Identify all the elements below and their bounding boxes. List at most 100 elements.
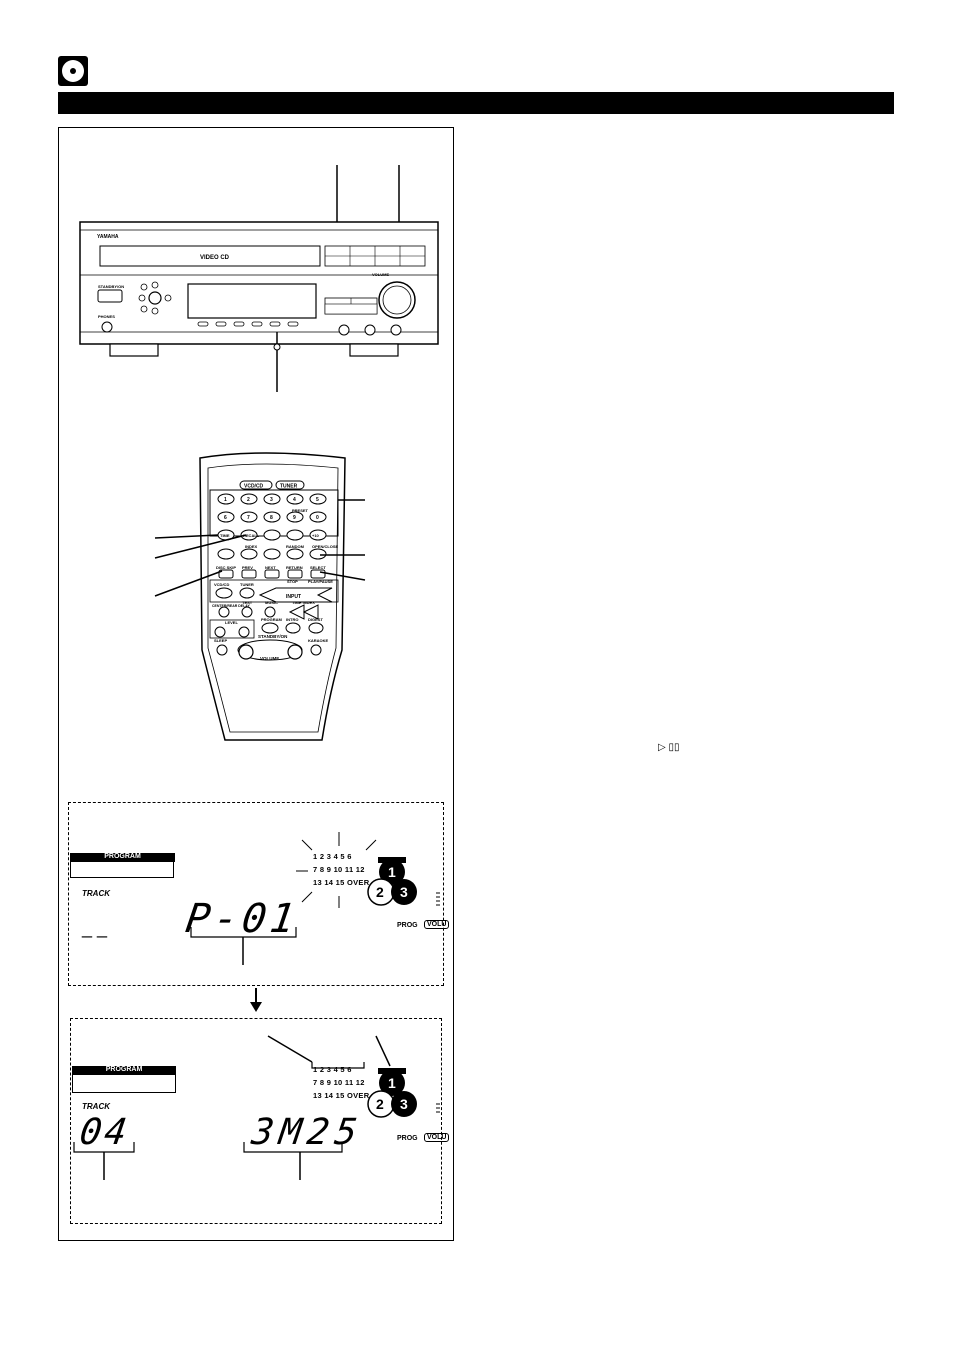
num-row1-label-0: 1 xyxy=(224,497,227,503)
section-header-bar xyxy=(58,92,894,114)
sleep-button[interactable] xyxy=(216,644,228,656)
program-label: PROGRAM xyxy=(261,617,283,622)
num-row2-button-2[interactable] xyxy=(263,511,281,523)
num-row1-label-4: 5 xyxy=(316,497,319,503)
num-row1-label-1: 2 xyxy=(247,497,250,503)
vcd-cd-mode-button[interactable] xyxy=(239,480,273,490)
standby-on-label: STANDBY/ON xyxy=(258,634,287,639)
num-row1-button-1[interactable] xyxy=(240,493,258,505)
row3-button-3[interactable] xyxy=(286,529,304,541)
receiver-display-label: VIDEO CD xyxy=(200,255,230,261)
row3-button-1[interactable] xyxy=(240,529,258,541)
phones-label: PHONES xyxy=(98,314,115,319)
level-minus-button[interactable] xyxy=(214,626,226,638)
tuner-button[interactable] xyxy=(239,587,255,599)
num-row2-label-0: 6 xyxy=(224,515,227,521)
transport-button-4[interactable] xyxy=(310,569,326,579)
disc-num-2b: 2 xyxy=(376,1096,384,1112)
tuner-mode-label: TUNER xyxy=(280,484,298,490)
transport-button-0[interactable] xyxy=(218,569,234,579)
row4-button-0[interactable] xyxy=(217,548,235,560)
volume-up-button[interactable] xyxy=(287,644,303,660)
num-row2-label-2: 8 xyxy=(270,515,273,521)
vcd-cd-button[interactable] xyxy=(215,587,233,599)
return-label: RETURN xyxy=(286,565,303,570)
test-button[interactable] xyxy=(241,606,253,618)
calendar-row3-2: 13 14 15 OVER xyxy=(313,1091,370,1100)
karaoke-label: KARAOKE xyxy=(308,638,329,643)
prog-label-2: PROG xyxy=(397,1135,418,1142)
receiver-brand: YAMAHA xyxy=(97,234,119,240)
karaoke-button[interactable] xyxy=(310,644,322,656)
row3-label-1: RECALL xyxy=(243,533,260,538)
disc-num-1c: 3 xyxy=(400,884,408,900)
num-row2-button-0[interactable] xyxy=(217,511,235,523)
volume-label: VOLUME xyxy=(372,272,389,277)
num-row1-label-3: 4 xyxy=(293,497,296,503)
row3-button-2[interactable] xyxy=(263,529,281,541)
transport-button-2[interactable] xyxy=(264,569,280,579)
receiver-illustration: YAMAHA VIDEO CD STANDBY/ON PHONES VOLUME xyxy=(79,165,439,392)
preset-label: PRESET xyxy=(292,508,309,513)
num-row2-label-1: 7 xyxy=(247,515,250,521)
track-digits-1: _ _ xyxy=(82,918,108,938)
standby-label: STANDBY/ON xyxy=(98,284,124,289)
calendar-row3-1: 13 14 15 OVER xyxy=(313,878,370,887)
down-arrow-icon xyxy=(250,988,262,1012)
time-index-button[interactable] xyxy=(288,604,319,620)
level-plus-button[interactable] xyxy=(238,626,250,638)
next-label: NEXT xyxy=(265,565,276,570)
row4-button-2[interactable] xyxy=(263,548,281,560)
transport-button-3[interactable] xyxy=(287,569,303,579)
tuner-mode-button[interactable] xyxy=(275,480,305,490)
row4-button-4[interactable] xyxy=(309,548,327,560)
disc-tray-indicator-1: 1 2 3 xyxy=(367,857,440,906)
sleep-label: SLEEP xyxy=(214,638,227,643)
level-label: LEVEL xyxy=(225,620,238,625)
tuner-label: TUNER xyxy=(240,582,254,587)
track-label-1: TRACK xyxy=(82,889,110,898)
num-row2-button-4[interactable] xyxy=(309,511,327,523)
music-label: MUSIC xyxy=(265,600,278,605)
row4-button-1[interactable] xyxy=(240,548,258,560)
index-label: INDEX xyxy=(245,544,258,549)
intro-button[interactable] xyxy=(285,622,301,634)
play-pause-icons: ▷ ▯▯ xyxy=(658,742,680,753)
delay-button[interactable] xyxy=(218,606,230,618)
num-row1-button-3[interactable] xyxy=(286,493,304,505)
program-button[interactable] xyxy=(261,622,279,634)
calendar-row2-1: 7 8 9 10 11 12 xyxy=(313,865,365,874)
phones-jack[interactable] xyxy=(101,321,113,333)
random-label: RANDOM xyxy=(286,544,305,549)
row3-label-0: TIME xyxy=(220,533,230,538)
digest-button[interactable] xyxy=(308,622,324,634)
num-row1-button-4[interactable] xyxy=(309,493,327,505)
volume-indicator-2: VOLU xyxy=(424,1133,450,1142)
stop-label: STOP xyxy=(287,579,298,584)
display-box-2 xyxy=(70,1018,442,1224)
illustration-panel xyxy=(58,127,454,1241)
music-button[interactable] xyxy=(264,606,276,618)
row3-label-4: +10 xyxy=(312,533,320,538)
disc-num-1b: 2 xyxy=(376,884,384,900)
center-rear-delay-label: CENTER/REAR DELAY xyxy=(212,604,250,608)
disc-icon xyxy=(58,56,88,86)
enter-button[interactable] xyxy=(148,291,162,305)
num-row2-label-4: 0 xyxy=(316,515,319,521)
row3-button-4[interactable] xyxy=(309,529,327,541)
standby-button[interactable] xyxy=(97,289,123,303)
transport-button-1[interactable] xyxy=(241,569,257,579)
volume-down-button[interactable] xyxy=(238,644,254,660)
input-label: INPUT xyxy=(286,594,301,600)
num-row1-button-2[interactable] xyxy=(263,493,281,505)
disc-num-2c: 3 xyxy=(400,1096,408,1112)
prev-label: PREV xyxy=(242,565,253,570)
blink-rays xyxy=(296,832,377,908)
num-row2-button-1[interactable] xyxy=(240,511,258,523)
row4-button-3[interactable] xyxy=(286,548,304,560)
vcd-cd-label: VCD/CD xyxy=(214,582,229,587)
input-button[interactable] xyxy=(258,587,333,603)
num-row2-button-3[interactable] xyxy=(286,511,304,523)
num-row1-button-0[interactable] xyxy=(217,493,235,505)
